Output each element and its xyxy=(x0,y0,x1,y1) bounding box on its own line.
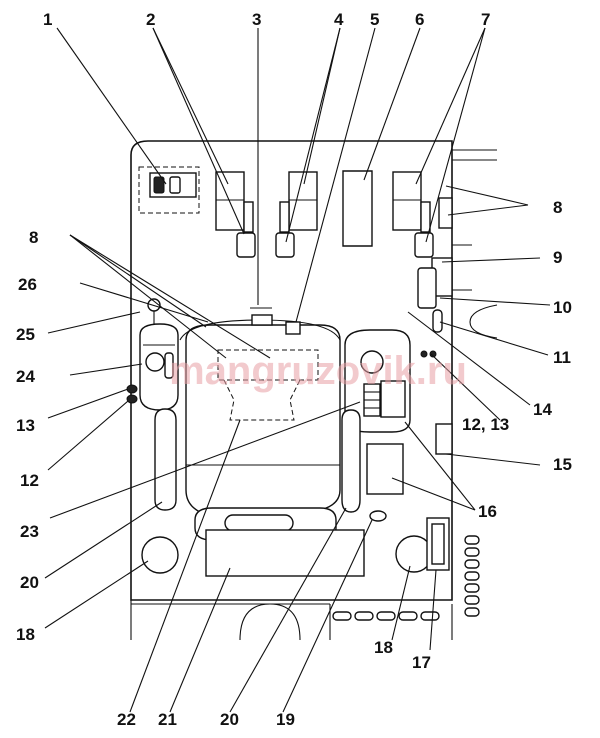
callout-13-left: 13 xyxy=(16,416,35,435)
callout-17: 17 xyxy=(412,653,431,672)
callout-21: 21 xyxy=(158,710,177,729)
callout-14: 14 xyxy=(533,400,552,419)
watermark: mangruzovik.ru xyxy=(169,349,467,393)
callout-25: 25 xyxy=(16,325,35,344)
callout-numbers: 1 2 3 4 5 6 7 8 8 9 10 11 12, 13 14 15 1… xyxy=(16,10,572,729)
vents xyxy=(332,535,480,621)
callout-2: 2 xyxy=(146,10,155,29)
callout-24: 24 xyxy=(16,367,35,386)
callout-9: 9 xyxy=(553,248,562,267)
callout-20-bottom: 20 xyxy=(220,710,239,729)
driver-side xyxy=(126,298,179,574)
callout-3: 3 xyxy=(252,10,261,29)
callout-18-left: 18 xyxy=(16,625,35,644)
callout-7: 7 xyxy=(481,10,490,29)
callout-8-left: 8 xyxy=(29,228,38,247)
passenger-side xyxy=(341,329,450,573)
callout-20-left: 20 xyxy=(20,573,39,592)
callout-5: 5 xyxy=(370,10,379,29)
callout-23: 23 xyxy=(20,522,39,541)
callout-26: 26 xyxy=(18,275,37,294)
callout-11: 11 xyxy=(553,348,571,367)
leader-lines xyxy=(44,27,551,713)
callout-1: 1 xyxy=(43,10,52,29)
callout-12-left: 12 xyxy=(20,471,39,490)
overhead-items xyxy=(138,166,453,455)
callout-22: 22 xyxy=(117,710,136,729)
callout-19: 19 xyxy=(276,710,295,729)
callout-8-right: 8 xyxy=(553,198,562,217)
callout-12-13: 12, 13 xyxy=(462,415,509,434)
callout-6: 6 xyxy=(415,10,424,29)
callout-16: 16 xyxy=(478,502,497,521)
engine-tunnel xyxy=(179,307,365,577)
callout-18-right: 18 xyxy=(374,638,393,657)
callout-15: 15 xyxy=(553,455,572,474)
callout-10: 10 xyxy=(553,298,572,317)
callout-4: 4 xyxy=(334,10,344,29)
